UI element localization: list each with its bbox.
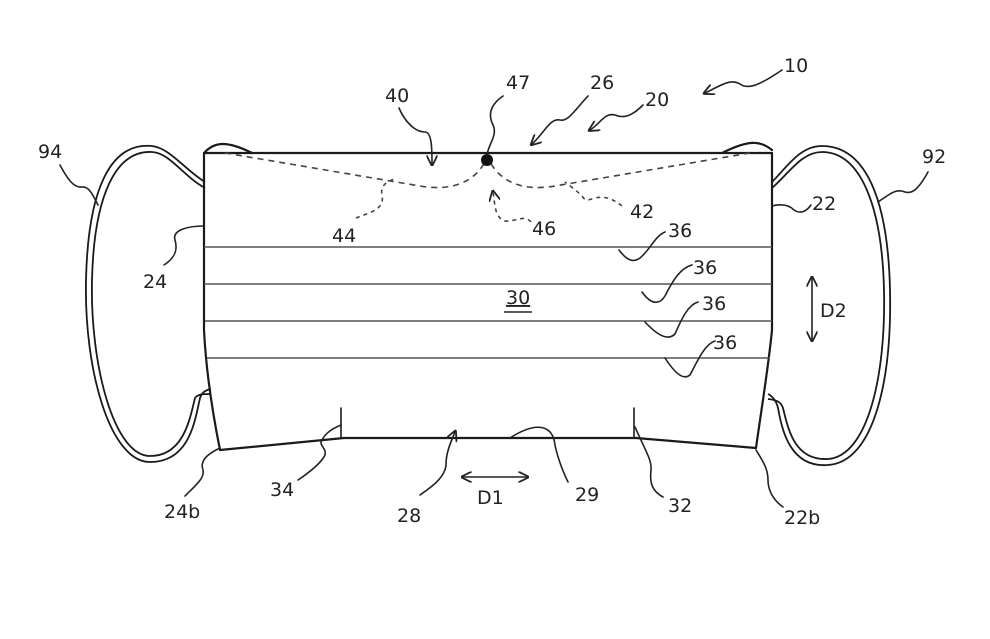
right-ear-loop bbox=[767, 145, 892, 466]
reference-labels: 10 20 26 47 40 94 92 22 42 46 44 24 36 3… bbox=[38, 55, 946, 529]
label-44: 44 bbox=[332, 225, 356, 247]
label-24b: 24b bbox=[164, 501, 200, 523]
label-22: 22 bbox=[812, 193, 836, 215]
label-92: 92 bbox=[922, 146, 946, 168]
label-24: 24 bbox=[143, 271, 167, 293]
mask-body bbox=[202, 141, 774, 452]
label-47: 47 bbox=[506, 72, 530, 94]
label-D2: D2 bbox=[820, 300, 847, 322]
label-36-2: 36 bbox=[693, 257, 717, 279]
apex-point bbox=[481, 154, 493, 166]
label-42: 42 bbox=[630, 201, 654, 223]
label-D1: D1 bbox=[477, 487, 504, 509]
left-ear-loop bbox=[85, 145, 212, 463]
label-28: 28 bbox=[397, 505, 421, 527]
label-20: 20 bbox=[645, 89, 669, 111]
label-36-3: 36 bbox=[702, 293, 726, 315]
label-34: 34 bbox=[270, 479, 294, 501]
label-94: 94 bbox=[38, 141, 62, 163]
label-10: 10 bbox=[784, 55, 808, 77]
label-40: 40 bbox=[385, 85, 409, 107]
label-36-1: 36 bbox=[668, 220, 692, 242]
label-26: 26 bbox=[590, 72, 614, 94]
leader-lines bbox=[59, 69, 929, 508]
label-32: 32 bbox=[668, 495, 692, 517]
label-30: 30 bbox=[506, 287, 530, 309]
label-22b: 22b bbox=[784, 507, 820, 529]
label-46: 46 bbox=[532, 218, 556, 240]
fold-lines bbox=[224, 152, 751, 189]
label-36-4: 36 bbox=[713, 332, 737, 354]
label-29: 29 bbox=[575, 484, 599, 506]
